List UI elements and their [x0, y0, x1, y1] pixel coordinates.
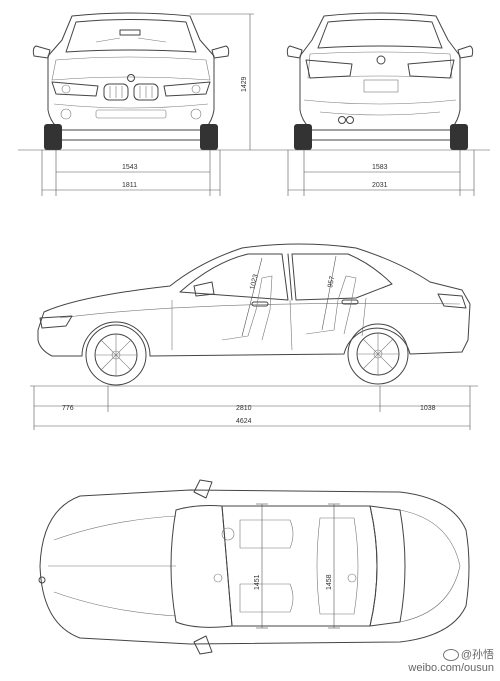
top-view: 1451 1458: [38, 479, 470, 655]
rear-overhang-label: 1038: [420, 405, 436, 412]
watermark: @孙悟 weibo.com/ousun: [408, 649, 494, 675]
front-grille-left: [103, 83, 129, 101]
rear-view: [286, 12, 474, 150]
front-headroom-label: 1023: [249, 274, 260, 291]
watermark-handle: @孙悟: [460, 649, 494, 661]
front-view: [32, 12, 230, 150]
rear-right-mirror: [457, 45, 474, 59]
rear-body-outline: [299, 12, 461, 131]
rear-left-taillight: [305, 59, 353, 79]
front-width-label: 1811: [122, 182, 137, 189]
rear-right-taillight: [407, 59, 455, 79]
top-badge-icon: [38, 576, 46, 584]
side-taillight: [437, 293, 467, 309]
rear-window: [317, 19, 443, 49]
rear-headroom-label: 957: [327, 275, 336, 288]
wheelbase-label: 2810: [236, 405, 252, 412]
top-rear-window: [369, 505, 406, 627]
front-grille-right: [133, 83, 159, 101]
rear-shoulder-label: 1458: [326, 574, 333, 590]
license-plate: [363, 79, 399, 93]
rear-view-mirror: [119, 29, 141, 36]
side-front-wheel: [85, 324, 147, 386]
front-badge-icon: [127, 74, 135, 82]
front-left-mirror: [32, 45, 51, 59]
weibo-logo-icon: [442, 649, 459, 662]
top-right-mirror: [193, 635, 213, 655]
front-overhang-label: 776: [62, 405, 74, 412]
rear-width-label: 2031: [372, 182, 388, 189]
top-cabin: [221, 505, 378, 627]
rear-track-label: 1583: [372, 164, 388, 171]
rear-left-tire: [294, 124, 312, 150]
front-right-mirror: [211, 45, 230, 59]
side-body-outline: [37, 243, 471, 357]
rear-left-mirror: [286, 45, 303, 59]
front-track-label: 1543: [122, 164, 138, 171]
top-left-mirror: [193, 479, 213, 499]
front-left-headlight: [51, 81, 99, 97]
side-rear-wheel: [347, 323, 409, 385]
rear-badge-icon: [376, 55, 386, 65]
side-headlight: [39, 315, 73, 329]
front-windshield: [65, 19, 197, 53]
overall-length-label: 4624: [236, 418, 252, 425]
side-dimensions: 776 2810 1038 4624: [33, 386, 471, 430]
top-body-outline: [39, 489, 470, 645]
rear-door-handle: [341, 299, 359, 305]
front-shoulder-label: 1451: [254, 574, 261, 590]
front-left-tire: [44, 124, 62, 150]
watermark-url: weibo.com/ousun: [408, 662, 494, 674]
exhaust-left: [338, 116, 346, 124]
front-body-outline: [47, 12, 215, 131]
side-mirror: [193, 281, 215, 297]
front-right-tire: [200, 124, 218, 150]
front-door-handle: [251, 301, 269, 307]
rear-right-tire: [450, 124, 468, 150]
front-rear-dimensions: 1429 1543 1811 1583 2031: [18, 13, 490, 196]
top-windshield: [170, 505, 233, 628]
side-windows: [179, 253, 289, 301]
side-view: 1023 957: [30, 243, 478, 387]
front-right-headlight: [163, 81, 211, 97]
front-height-label: 1429: [241, 76, 248, 92]
exhaust-right: [346, 116, 354, 124]
